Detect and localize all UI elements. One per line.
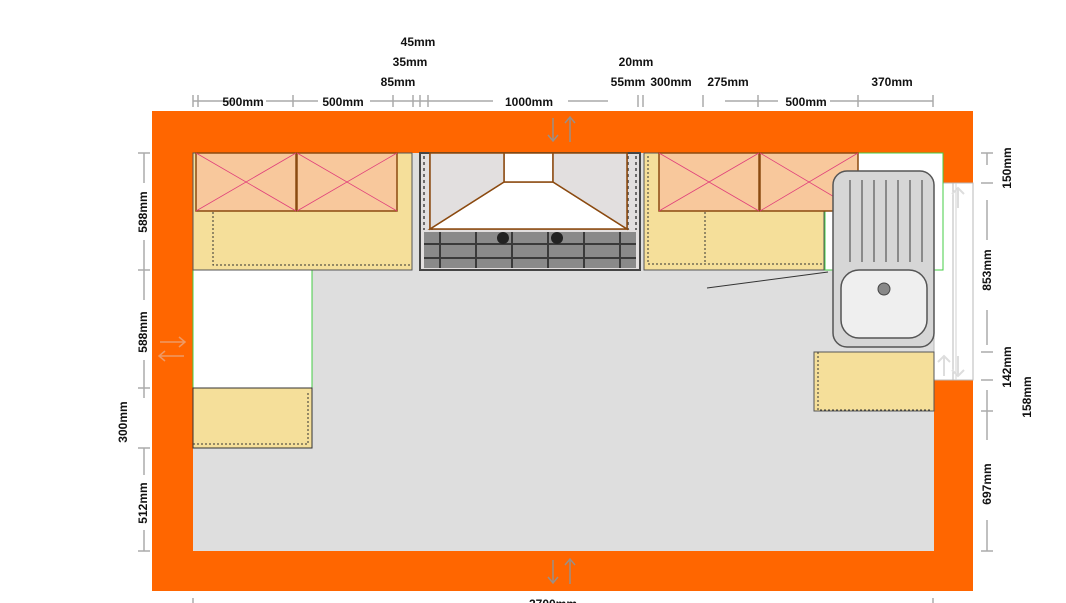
dim-right-5: 697mm	[980, 463, 994, 504]
door-arrows-icon[interactable]	[157, 336, 187, 362]
walls	[152, 111, 973, 591]
dim-left-2: 588mm	[136, 311, 150, 352]
dim-top-5: 300mm	[650, 75, 691, 89]
sink-icon[interactable]	[832, 170, 935, 348]
tap-line	[706, 271, 829, 289]
dim-stack-1: 45mm	[401, 35, 436, 49]
dim-bottom-1: 2700mm	[529, 597, 577, 603]
dim-top-6: 275mm	[707, 75, 748, 89]
dim-right-4: 158mm	[1020, 376, 1034, 417]
wall-cabinet-3[interactable]	[658, 152, 760, 212]
dim-stack-4: 20mm	[619, 55, 654, 69]
dim-stack-3: 85mm	[381, 75, 416, 89]
wall-bottom[interactable]	[152, 551, 973, 591]
wall-right-lower[interactable]	[934, 380, 973, 591]
base-cabinet-left-lower[interactable]	[192, 387, 313, 449]
base-cabinet-right-lower[interactable]	[813, 351, 935, 412]
dim-left-3: 300mm	[116, 401, 130, 442]
extractor-hood-icon[interactable]	[427, 152, 630, 231]
dim-top-2: 500mm	[322, 95, 363, 109]
dim-left-1: 588mm	[136, 191, 150, 232]
door-arrows-icon[interactable]	[547, 115, 576, 143]
dim-left-4: 512mm	[136, 482, 150, 523]
dimension-lines	[138, 95, 993, 603]
wall-top[interactable]	[152, 111, 973, 153]
wall-cabinet-1[interactable]	[195, 152, 297, 212]
dim-top-8: 370mm	[871, 75, 912, 89]
dim-stack-2: 35mm	[393, 55, 428, 69]
dim-right-1: 150mm	[1000, 147, 1014, 188]
dim-right-2: 853mm	[980, 249, 994, 290]
dim-top-4: 55mm	[611, 75, 646, 89]
dim-top-1: 500mm	[222, 95, 263, 109]
dim-right-3: 142mm	[1000, 346, 1014, 387]
dim-top-7: 500mm	[785, 95, 826, 109]
wall-cabinet-2[interactable]	[296, 152, 398, 212]
wall-left[interactable]	[152, 111, 193, 591]
dim-top-3: 1000mm	[505, 95, 553, 109]
worktop-left[interactable]	[192, 269, 313, 389]
door-arrows-icon[interactable]	[547, 557, 576, 585]
